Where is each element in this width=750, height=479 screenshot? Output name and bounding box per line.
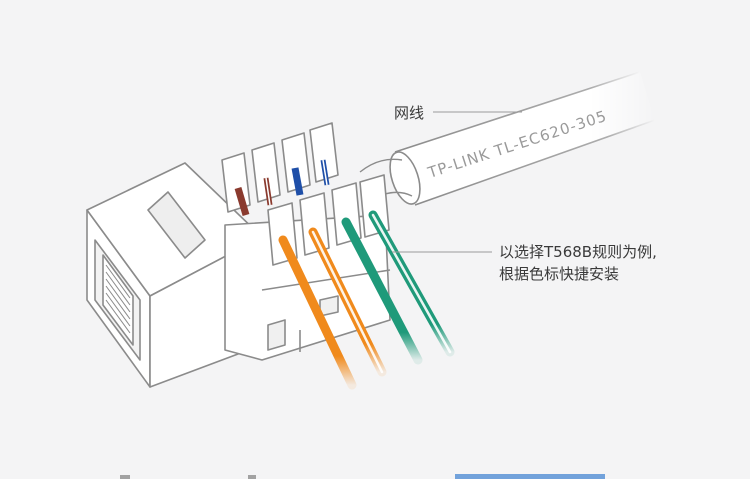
front-wires [278,210,455,390]
rear-wires [234,159,330,216]
cropped-next-section [120,474,605,479]
network-cable [359,71,656,206]
instruction-line-2: 根据色标快捷安装 [499,265,620,283]
instruction-line-1: 以选择T568B规则为例, [499,243,657,261]
keystone-jack [86,162,391,388]
cable-label: 网线 [394,104,425,122]
callout-lines [392,111,522,253]
instruction-note: 以选择T568B规则为例, 根据色标快捷安装 [499,241,657,285]
